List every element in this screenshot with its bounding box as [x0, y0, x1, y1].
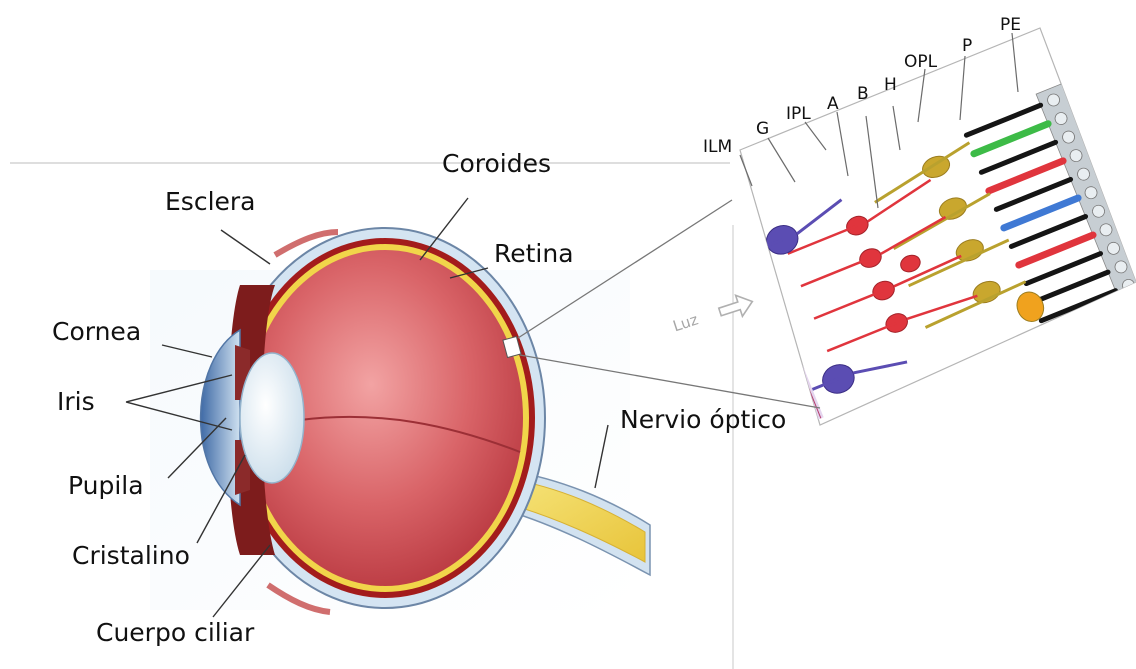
label-pupila: Pupila — [68, 471, 144, 500]
light-arrow-icon — [717, 291, 756, 322]
label-b: B — [857, 84, 869, 104]
label-p: P — [962, 36, 972, 56]
label-a: A — [827, 94, 839, 114]
label-h: H — [884, 75, 897, 95]
label-iris: Iris — [57, 387, 95, 416]
crystalline-lens — [240, 353, 304, 483]
label-ilm: ILM — [703, 137, 732, 157]
label-opl: OPL — [904, 52, 938, 72]
retina-inset — [712, 28, 1136, 434]
label-ipl: IPL — [786, 104, 811, 124]
retina-inset-frame — [740, 28, 1136, 425]
label-retina: Retina — [494, 239, 574, 268]
label-pe: PE — [1000, 15, 1021, 35]
label-nervio-optico: Nervio óptico — [620, 405, 786, 434]
label-coroides: Coroides — [442, 149, 551, 178]
light-label: Luz — [671, 310, 701, 335]
label-cornea: Cornea — [52, 317, 141, 346]
label-cristalino: Cristalino — [72, 541, 190, 570]
label-cuerpo-ciliar: Cuerpo ciliar — [96, 618, 255, 647]
label-g: G — [756, 119, 769, 139]
label-esclera: Esclera — [165, 187, 256, 216]
